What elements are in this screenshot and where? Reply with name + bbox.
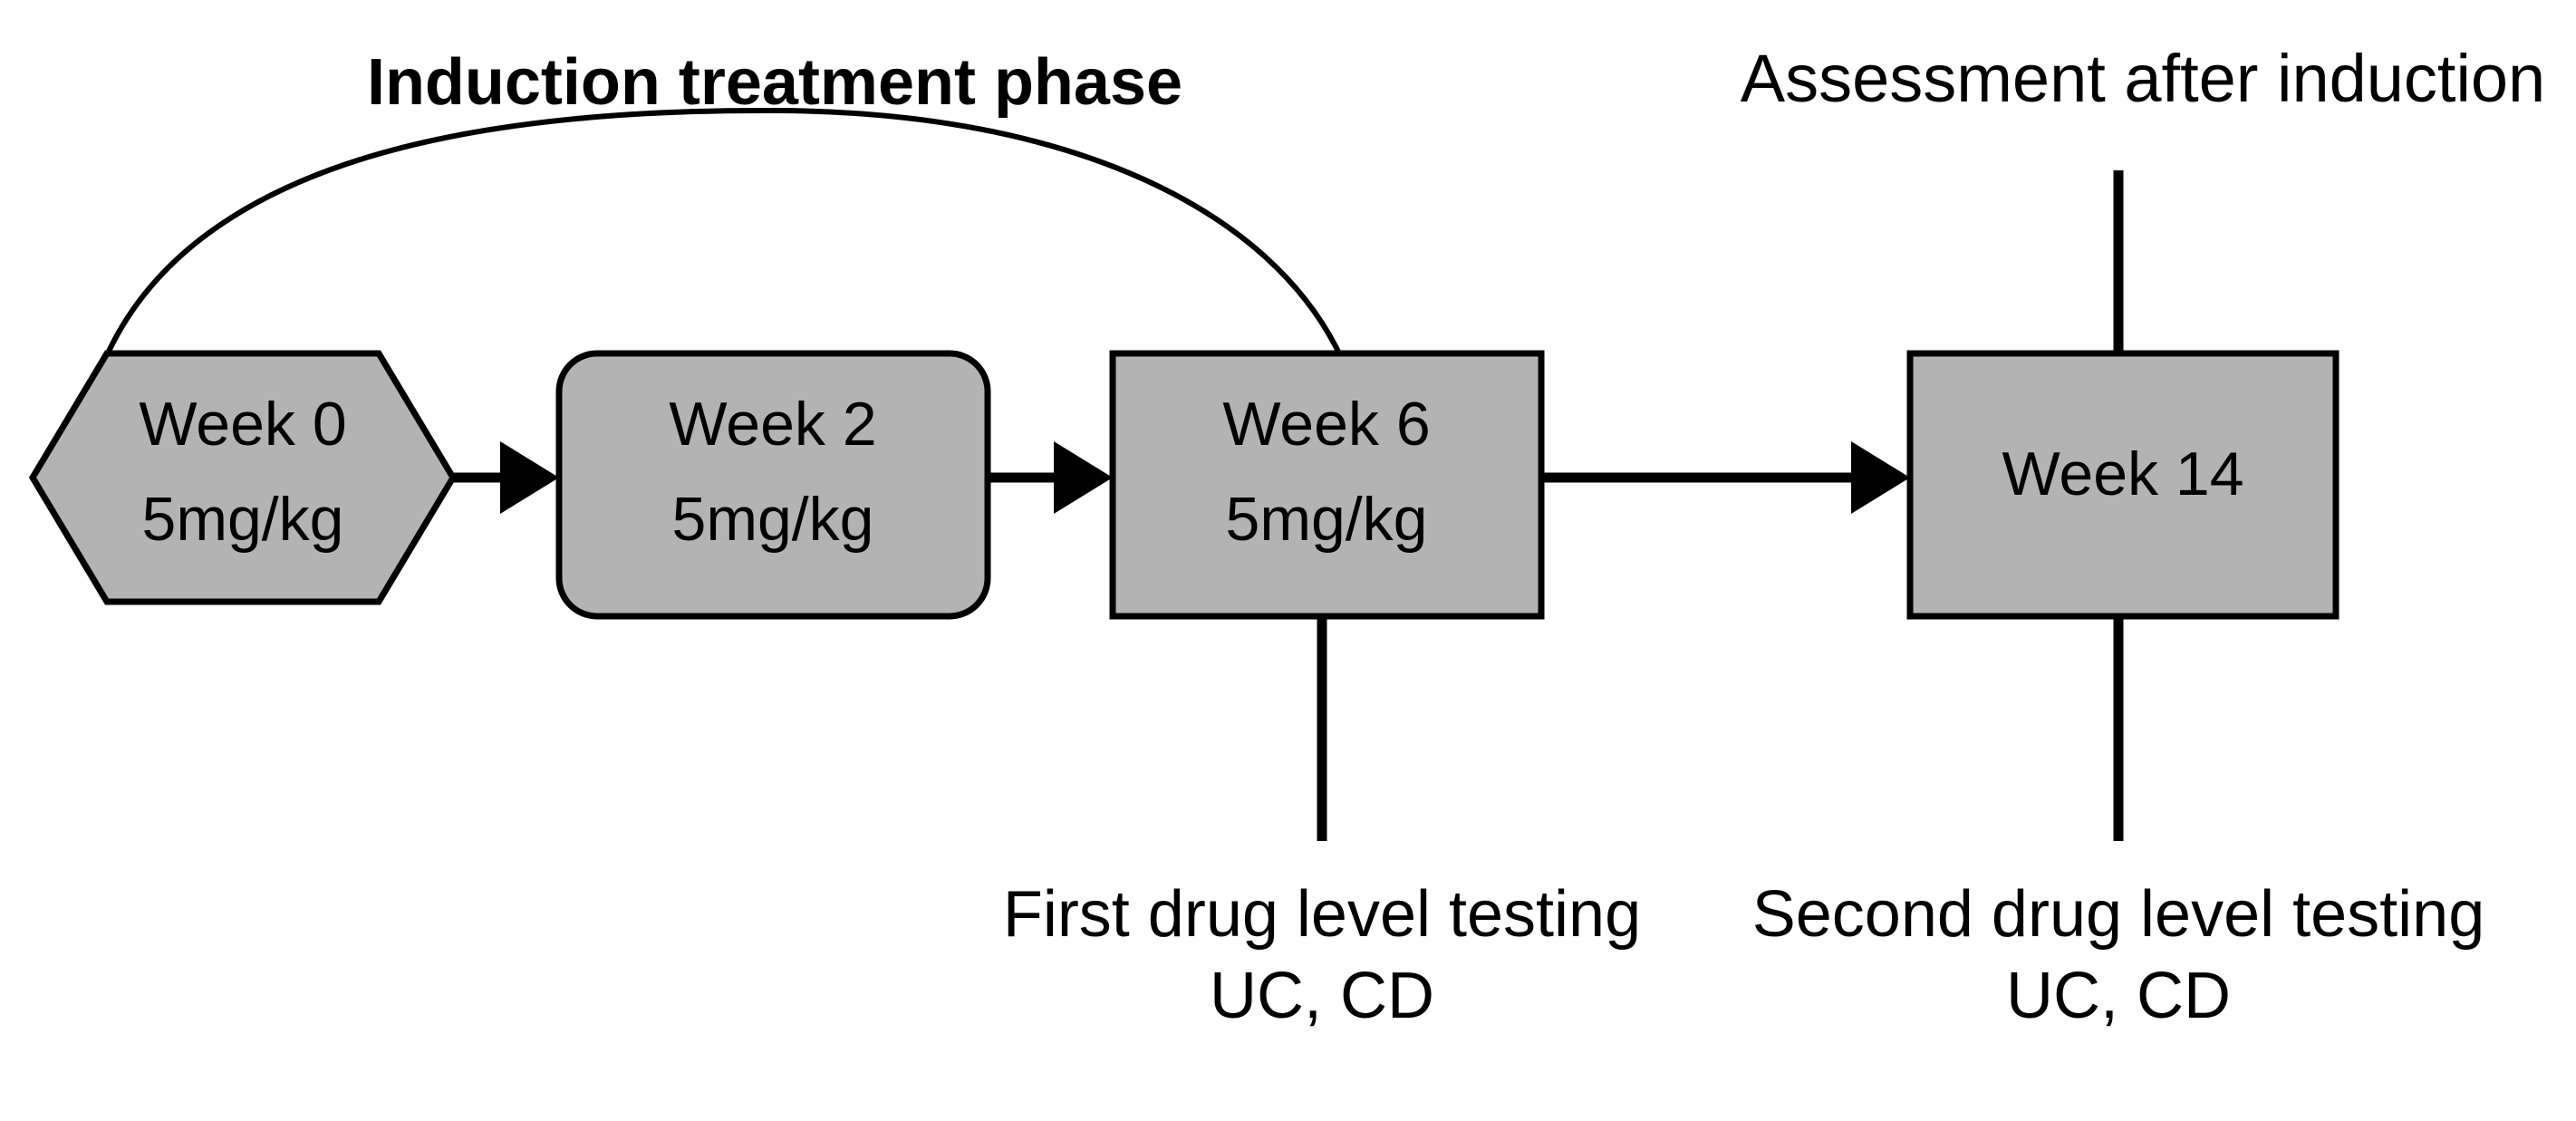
induction-phase-arc — [104, 107, 1342, 357]
rectangle-shape — [1906, 350, 2340, 620]
node-week6[interactable]: Week 6 5mg/kg — [1109, 350, 1545, 620]
node-week14[interactable]: Week 14 — [1906, 350, 2340, 620]
arrow-week2-to-week6 — [988, 441, 1113, 514]
rounded-rectangle-shape — [555, 350, 991, 620]
node-week14-line1: Week 14 — [2002, 440, 2243, 508]
node-week6-line1: Week 6 — [1222, 390, 1430, 459]
caption-first-testing-line1: First drug level testing — [1003, 878, 1641, 951]
phase-title-induction: Induction treatment phase — [367, 46, 1182, 119]
node-week0-line2: 5mg/kg — [142, 485, 344, 554]
node-week2-line2: 5mg/kg — [672, 485, 874, 554]
caption-second-testing-line2: UC, CD — [2006, 960, 2231, 1032]
rectangle-shape — [1109, 350, 1545, 620]
node-week2-line1: Week 2 — [669, 390, 876, 459]
arrow-head-icon — [1851, 441, 1910, 514]
caption-first-testing: First drug level testing UC, CD — [1003, 878, 1641, 1032]
caption-second-testing-line1: Second drug level testing — [1752, 878, 2485, 951]
section-title-assessment: Assessment after induction — [1741, 41, 2545, 116]
caption-second-testing: Second drug level testing UC, CD — [1752, 878, 2485, 1032]
arrow-week6-to-week14 — [1541, 441, 1910, 514]
node-week6-line2: 5mg/kg — [1226, 485, 1428, 554]
arrow-head-icon — [500, 441, 559, 514]
node-week0-line1: Week 0 — [139, 390, 346, 459]
node-week0[interactable]: Week 0 5mg/kg — [28, 350, 458, 605]
hexagon-shape — [28, 350, 458, 605]
caption-first-testing-line2: UC, CD — [1210, 960, 1434, 1032]
arrow-head-icon — [1054, 441, 1113, 514]
node-week2[interactable]: Week 2 5mg/kg — [555, 350, 991, 620]
arrow-week0-to-week2 — [453, 441, 559, 514]
